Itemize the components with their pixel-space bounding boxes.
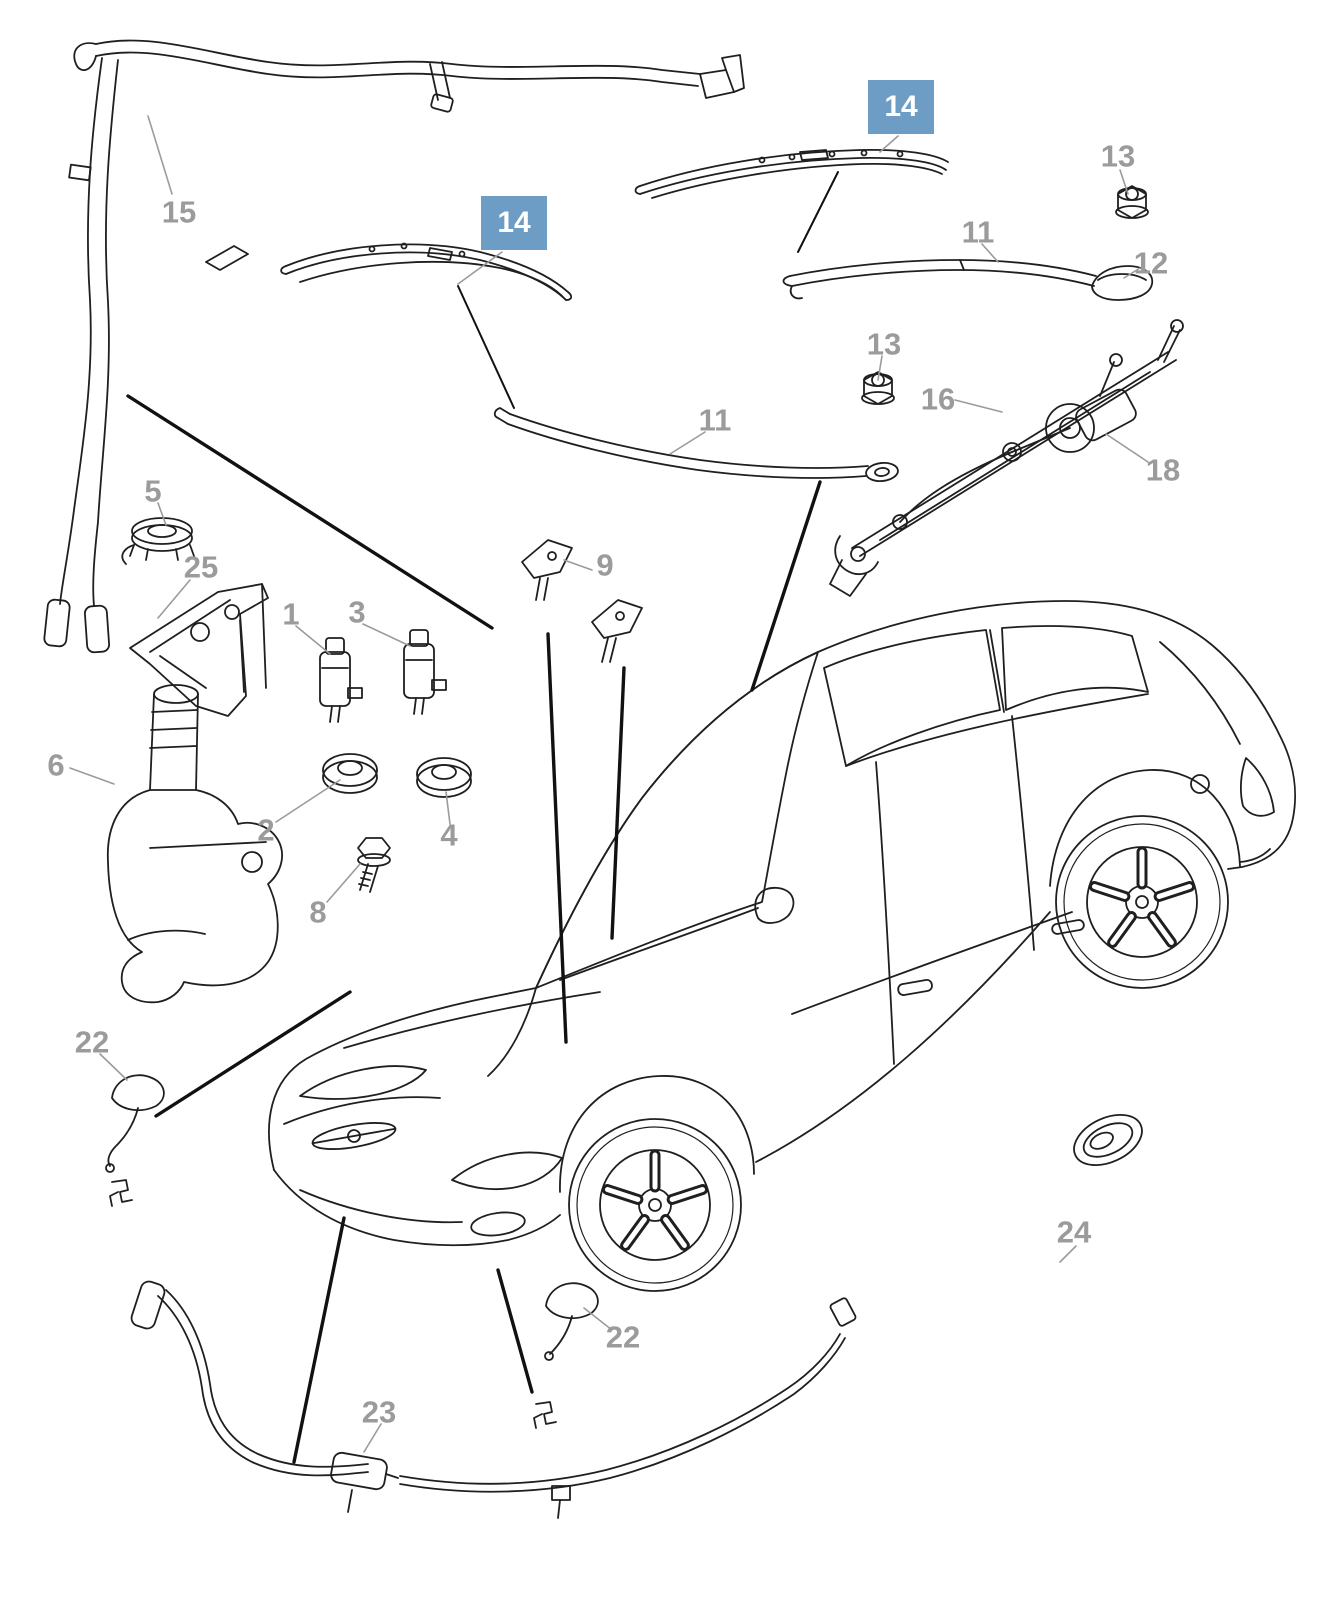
hood-clip-bottom [544,1282,599,1361]
pointer-lines [126,171,839,1464]
callout-6[interactable]: 6 [47,747,65,783]
leader-lines [69,115,1149,1453]
callout-23[interactable]: 23 [361,1394,397,1430]
small-clip-bottom [533,1401,557,1429]
callout-18[interactable]: 18 [1145,452,1181,488]
callout-1[interactable]: 1 [282,596,300,632]
callout-13-upper[interactable]: 13 [1100,138,1136,174]
callout-9[interactable]: 9 [596,547,614,583]
callout-5[interactable]: 5 [144,473,162,509]
washer-reservoir [106,684,283,1004]
callout-3[interactable]: 3 [348,594,366,630]
rear-washer-hose [130,1280,857,1519]
wiper-pivot-cap [1091,265,1154,301]
mounting-bolt [357,837,391,893]
wiper-blade-right [634,148,949,199]
callout-11-left[interactable]: 11 [698,402,732,438]
callout-22-bottom[interactable]: 22 [605,1319,641,1355]
wiper-linkage-module [829,319,1184,597]
callout-4[interactable]: 4 [440,817,458,853]
reservoir-cap [121,517,195,565]
callout-22-left[interactable]: 22 [74,1024,110,1060]
front-washer-hose [43,39,745,654]
callout-2[interactable]: 2 [257,812,275,848]
callout-14-right[interactable]: 14 [868,80,934,134]
vehicle-body [268,600,1296,1291]
callout-16[interactable]: 16 [920,381,956,417]
callout-25[interactable]: 25 [183,549,219,585]
callout-13-lower[interactable]: 13 [866,326,902,362]
callout-14-left[interactable]: 14 [481,196,547,250]
washer-pump-2 [403,629,447,715]
callout-12[interactable]: 12 [1133,245,1169,281]
pump-grommet-2 [416,757,472,798]
wiper-arm-left [493,407,899,483]
pump-grommet-1 [322,753,378,794]
washer-pump-1 [319,637,363,723]
callout-8[interactable]: 8 [309,894,327,930]
wiper-blade-left [280,242,573,301]
wiper-arm-right [782,259,1097,300]
callout-11-right[interactable]: 11 [961,214,995,250]
callout-15[interactable]: 15 [161,194,197,230]
callout-24[interactable]: 24 [1056,1214,1092,1250]
body-grommet [1073,1114,1143,1166]
small-clip-left [109,1179,133,1207]
